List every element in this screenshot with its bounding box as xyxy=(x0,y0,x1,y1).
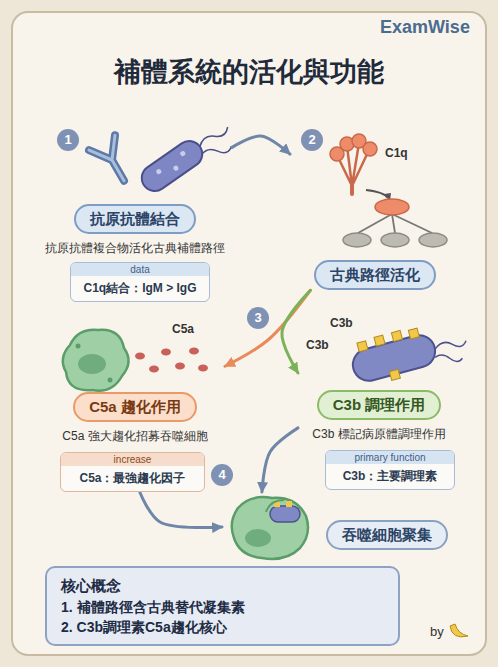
c5a-particles xyxy=(149,366,159,373)
engulfing-phagocyte xyxy=(232,497,308,559)
step-node: C3b 調理作用 C3b 標記病原體調理作用 xyxy=(298,318,460,443)
c1q-figure xyxy=(363,142,377,156)
antibody-figure xyxy=(89,135,137,188)
tag-value: C5a：最強趨化因子 xyxy=(61,466,204,491)
phagocyte-figure xyxy=(78,354,106,374)
phagocyte-figure xyxy=(63,330,129,391)
cascade-figure xyxy=(358,214,432,233)
phagocyte-figure xyxy=(76,344,81,349)
flow-arrow xyxy=(140,492,222,528)
flow-arrow xyxy=(225,290,310,366)
c1q-figure xyxy=(330,134,377,194)
cascade-figure xyxy=(381,233,409,247)
flow-arrow xyxy=(232,136,290,154)
c5a-particles xyxy=(198,365,208,372)
c5a-particles xyxy=(135,353,145,360)
antibody-figure xyxy=(89,135,137,188)
c1q-figure xyxy=(350,186,354,194)
tag-value: C1q結合：IgM > IgG xyxy=(71,276,209,301)
antibody-figure xyxy=(89,135,137,188)
summary-box: 核心概念1. 補體路徑含古典替代凝集素2. C3b調理素C5a趨化核心 xyxy=(45,566,400,646)
opsonized-bacterium xyxy=(435,350,463,367)
summary-heading: 核心概念 xyxy=(61,575,384,597)
step-title: 抗原抗體結合 xyxy=(74,204,196,234)
bacterium-figure xyxy=(172,165,179,172)
opsonized-bacterium xyxy=(347,315,471,389)
engulfing-phagocyte xyxy=(266,500,284,512)
engulfing-phagocyte xyxy=(270,506,300,522)
bacterium-figure xyxy=(179,150,186,157)
info-tag: dataC1q結合：IgM > IgG xyxy=(70,262,210,302)
antibody-figure xyxy=(89,135,137,188)
engulfing-phagocyte xyxy=(286,501,292,507)
step-description: C3b 標記病原體調理作用 xyxy=(298,427,460,443)
cascade-figure xyxy=(343,233,371,247)
bacterium-figure xyxy=(198,124,230,150)
opsonized-bacterium xyxy=(408,328,419,339)
engulfing-phagocyte xyxy=(232,497,308,559)
cascade-figure xyxy=(343,190,447,247)
opsonized-bacterium xyxy=(391,330,402,341)
tag-header: increase xyxy=(61,453,204,466)
tag-value: C3b：主要調理素 xyxy=(326,464,454,489)
tag-header: primary function xyxy=(326,451,454,464)
c5a-particles xyxy=(135,348,208,373)
summary-line: 2. C3b調理素C5a趨化核心 xyxy=(61,617,384,637)
bacterium-figure xyxy=(137,116,240,202)
flow-arrow xyxy=(262,428,298,492)
flow-arrow xyxy=(282,290,310,373)
credit-text: by xyxy=(430,624,444,639)
callout-number: 4 xyxy=(211,464,233,486)
bacterium-figure xyxy=(137,116,240,202)
step-node: 吞噬細胞聚集 xyxy=(222,492,457,550)
callout-number: 2 xyxy=(301,129,323,151)
paper-ground xyxy=(12,12,486,655)
c5a-particles xyxy=(189,348,199,355)
phagocyte-figure xyxy=(63,330,129,391)
phagocyte-figure xyxy=(108,378,113,383)
step-title: 古典路徑活化 xyxy=(314,260,436,290)
info-tag: increaseC5a：最強趨化因子 xyxy=(60,452,205,492)
callout-number: 3 xyxy=(247,307,269,329)
c5a-particles xyxy=(161,349,171,356)
part-label: C1q xyxy=(385,146,408,160)
step-title: C5a 趨化作用 xyxy=(73,392,197,422)
callout-number: 1 xyxy=(57,129,79,151)
summary-line: 1. 補體路徑含古典替代凝集素 xyxy=(61,597,384,617)
banana-icon xyxy=(450,624,468,637)
opsonized-bacterium xyxy=(434,337,467,353)
step-title: C3b 調理作用 xyxy=(317,390,442,420)
bacterium-figure xyxy=(155,168,162,175)
part-label: C3b xyxy=(330,316,353,330)
step-title: 吞噬細胞聚集 xyxy=(326,520,448,550)
part-label: C5a xyxy=(172,322,194,336)
bacterium-figure xyxy=(137,136,208,196)
cascade-figure xyxy=(419,233,447,247)
step-description: C5a 強大趨化招募吞噬細胞 xyxy=(45,429,225,445)
opsonized-bacterium xyxy=(347,315,471,389)
cascade-figure xyxy=(375,199,409,215)
title: 補體系統的活化與功能 xyxy=(0,54,498,90)
opsonized-bacterium xyxy=(389,369,400,380)
opsonized-bacterium xyxy=(357,341,368,352)
part-label: C3b xyxy=(306,338,329,352)
bacterium-figure xyxy=(201,137,233,165)
tag-header: data xyxy=(71,263,209,276)
info-tag: primary functionC3b：主要調理素 xyxy=(325,450,455,490)
c5a-particles xyxy=(175,363,185,370)
step-node: C5a 趨化作用 C5a 強大趨化招募吞噬細胞 xyxy=(45,322,225,445)
engulfing-phagocyte xyxy=(245,529,271,547)
banana-icon xyxy=(450,624,468,637)
brand-logo: ExamWise xyxy=(380,17,470,38)
opsonized-bacterium xyxy=(374,335,385,346)
step-description: 抗原抗體複合物活化古典補體路徑 xyxy=(38,241,232,257)
